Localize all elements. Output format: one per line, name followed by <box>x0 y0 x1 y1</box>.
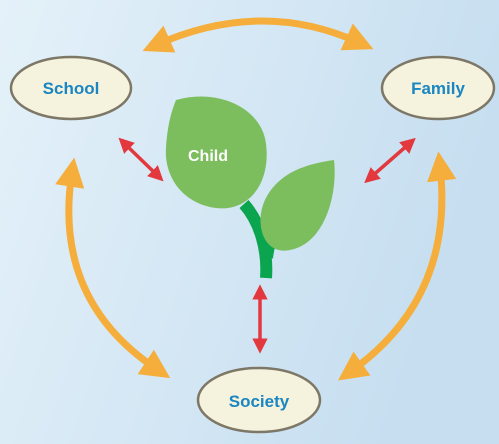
school-child-arrow <box>118 137 164 182</box>
sprout-stem <box>239 200 273 279</box>
family-child-arrow <box>364 137 416 184</box>
small-leaf-icon <box>260 160 335 251</box>
society-node: Society <box>196 366 322 434</box>
family-node: Family <box>380 55 496 121</box>
school-family-arrow <box>142 17 374 53</box>
sprout-illustration: Child <box>165 96 335 279</box>
family-label: Family <box>411 79 465 98</box>
large-leaf-icon <box>165 96 267 209</box>
school-label: School <box>43 79 100 98</box>
society-label: Society <box>229 392 290 411</box>
society-ellipse <box>196 366 322 434</box>
family-society-arrow <box>337 151 457 381</box>
school-ellipse <box>9 55 133 121</box>
family-ellipse <box>380 55 496 121</box>
child-label: Child <box>188 148 228 165</box>
school-node: School <box>9 55 133 121</box>
school-society-arrow <box>55 157 171 379</box>
